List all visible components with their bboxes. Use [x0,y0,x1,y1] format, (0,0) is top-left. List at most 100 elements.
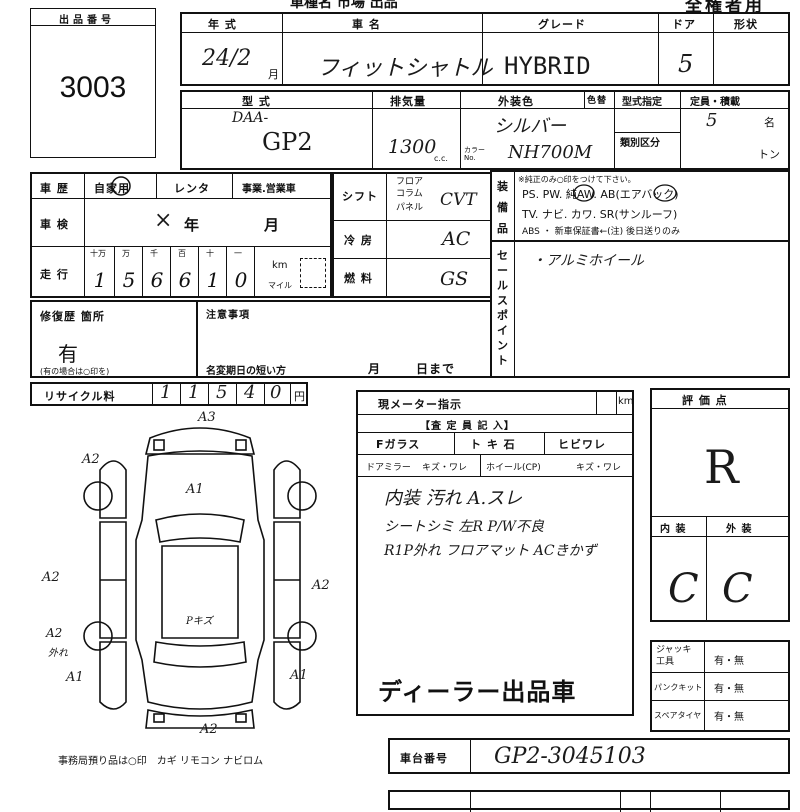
shift-value: CVT [440,190,477,210]
chassis-label: 車台番号 [400,752,448,765]
color-value: シルバー [494,116,566,137]
car-name-value: フィットシャトル [317,56,493,81]
accessory-label-puncture: パンクキット [654,683,703,692]
mark-roof: Pキズ [186,616,213,627]
mark-left-off: 外れ [48,648,68,659]
private-use-circle [111,176,131,196]
equipment-line3: ABS ・ 新車保証書←(注) 後日送りのみ [522,227,681,237]
ac-value: AC [442,228,471,250]
digit-header-10: 十 [206,249,214,258]
evaluation-score: R [704,440,739,494]
mile-checkbox [300,258,326,288]
digit-header-100k: 十万 [90,249,106,258]
spec-table: 型 式 排気量 外装色 色替 型式指定 定員・積載 類別区分 DAA- GP2 … [180,90,790,170]
evaluation-box: 評 価 点 R 内 装 外 装 C C [650,388,790,622]
model-designation-label: 型式指定 [622,97,662,108]
accessory-label-spare: スペアタイヤ [654,711,702,720]
grade-value: HYBRID [504,52,591,80]
meter-km: km [618,396,634,407]
mark-a2-left-rear: A2 [46,626,63,640]
sales-point-label: セールスポイント [497,249,508,367]
interior-label: 内 装 [660,524,687,535]
door-value: 5 [678,50,694,78]
accessory-value-puncture: 有・無 [714,684,744,695]
capacity-value: 5 [706,110,718,131]
shift-label: シフト [342,190,378,203]
accessories-box: ジャッキ工具 有・無 パンクキット 有・無 スペアタイヤ 有・無 [650,640,790,732]
shift-option-column: コラム [396,189,423,199]
vehicle-header-table: 年 式 車 名 グレード ドア 形状 24/2 月 フィットシャトル HYBRI… [180,12,790,86]
repair-history-label: 修復歴 箇所 [40,310,105,323]
inspector-note-2: シートシミ 左R P/W不良 [384,519,544,535]
mileage-digit: 0 [234,268,248,292]
inspector-section-label: 【査 定 員 記 入】 [420,421,515,432]
year-unit: 月 [268,68,279,81]
model-prefix: DAA- [232,110,269,126]
car-damage-diagram [83,427,317,729]
color-code-label: カラーNo. [464,146,485,162]
inspection-year-label: 年 [184,216,201,234]
sales-point-value: ・アルミホイール [532,253,644,269]
mark-a1-right-rear: A1 [290,668,308,683]
color-change-label: 色替 [587,96,608,106]
exterior-label: 外 装 [726,524,753,535]
evaluation-label: 評 価 点 [682,394,728,407]
sales-point-box: セールスポイント ・アルミホイール [490,240,790,378]
chassis-value: GP2-3045103 [494,744,646,769]
glass-value: ト キ 石 [470,438,516,451]
mileage-label: 走 行 [40,268,69,281]
mark-a2-front-left: A2 [82,452,100,467]
recycle-digit: 4 [244,382,256,403]
inspector-box: 現メーター指示 km 【査 定 員 記 入】 Fガラス ト キ 石 ヒビワレ ド… [356,390,634,716]
equipment-line2: TV. ナビ. カワ. SR(サンルーフ) [522,208,678,221]
repair-history-value: 有 [58,342,78,366]
inspection-month-label: 月 [264,216,281,234]
cc-unit: c.c. [434,154,448,163]
car-history-label: 車 歴 [40,182,69,195]
accessory-value-spare: 有・無 [714,712,744,723]
crack-label: ヒビワレ [558,438,606,451]
lot-number-value: 3003 [59,71,127,104]
diagram-footer-note: 事務局預り品は○印 カギ リモコン ナビロム [58,756,264,767]
model-label: 型 式 [242,95,271,108]
private-use-label: 自家用 [94,182,130,195]
lot-number-box: 出品番号 3003 [30,8,156,158]
mark-a2-left: A2 [42,570,60,585]
equipment-note: ※純正のみ○印をつけて下さい。 [518,175,636,184]
door-label: ドア [672,18,696,31]
lot-number-label: 出品番号 [59,15,115,26]
mirror-value: キズ・ワレ [422,463,468,473]
equipment-circle-ab [653,184,677,202]
recycle-digit: 5 [216,382,228,403]
recycle-digit: 0 [270,382,282,403]
caution-box: 注意事項 名変期日の短い方 月 日まで [196,300,492,378]
displacement-label: 排気量 [390,95,426,108]
year-label: 年 式 [208,18,237,31]
color-label: 外装色 [498,95,534,108]
mark-a2-right: A2 [312,578,330,593]
equipment-line1: PS. PW. 純AW. AB(エアバック) [522,188,679,201]
mileage-digit: 6 [150,268,164,292]
wheel-label: ホイール(CP) [486,463,541,473]
accessory-label-jack: ジャッキ工具 [656,645,692,667]
recycle-unit: 円 [294,390,305,403]
dealer-stamp: ディーラー出品車 [378,678,577,706]
caution-label: 注意事項 [206,310,250,321]
mark-a1-left-rear: A1 [66,670,84,685]
model-value: GP2 [262,128,313,156]
repair-history-note: (有の場合は○印を) [40,367,110,376]
fuel-value: GS [440,268,469,290]
repair-history-box: 修復歴 箇所 有 (有の場合は○印を) [30,300,198,378]
capacity-label: 定員・積載 [690,97,740,108]
capacity-unit: 名 [764,116,775,129]
interior-value: C [668,566,699,612]
shift-option-floor: フロア [396,177,424,187]
equipment-circle-pw [573,184,595,202]
name-change-month: 月 [368,362,382,376]
digit-header-100: 百 [178,249,186,258]
business-label: 事業.営業車 [242,184,296,195]
ton-unit: トン [758,148,780,161]
equipment-table: 装備品 ※純正のみ○印をつけて下さい。 PS. PW. 純AW. AB(エアバッ… [490,170,790,242]
chassis-box: 車台番号 GP2-3045103 [388,738,790,774]
digit-header-10k: 万 [122,249,130,258]
